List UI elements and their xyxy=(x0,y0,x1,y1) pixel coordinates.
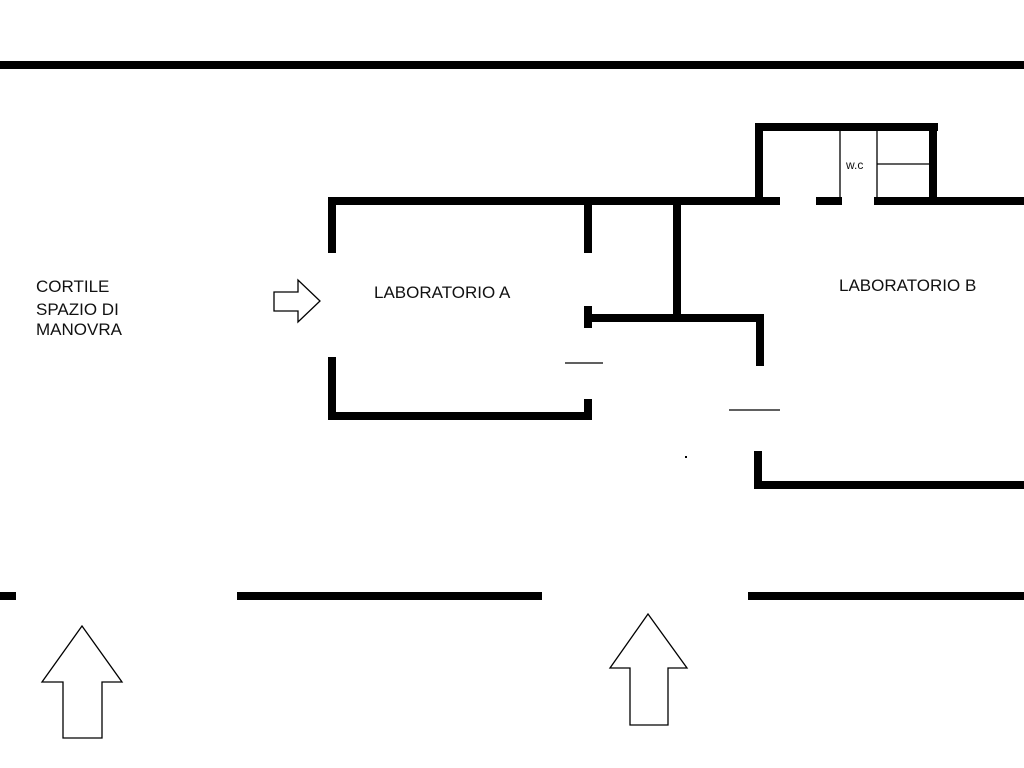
laboratorio-b-walls xyxy=(754,197,1024,489)
bottom-wall-segment xyxy=(0,592,16,600)
courtyard-label-line: SPAZIO DI xyxy=(36,300,119,319)
wc-label: w.c xyxy=(845,158,863,172)
entrance-arrow-right-icon xyxy=(273,278,321,324)
top-boundary-wall xyxy=(0,61,1024,69)
laboratorio-b-label: LABORATORIO B xyxy=(839,276,976,295)
entrance-arrow-up-icon xyxy=(608,612,689,726)
laboratorio-a-walls xyxy=(328,197,780,420)
courtyard-label: CORTILE SPAZIO DI MANOVRA xyxy=(36,277,124,339)
bottom-wall-segment xyxy=(748,592,1024,600)
laboratorio-a-label: LABORATORIO A xyxy=(374,283,511,302)
courtyard-label-line: CORTILE xyxy=(36,277,109,296)
bottom-wall-segment xyxy=(237,592,542,600)
courtyard-label-line: MANOVRA xyxy=(36,320,123,339)
marker-dot xyxy=(685,456,687,458)
entrance-arrow-up-icon xyxy=(40,624,124,739)
wc-walls xyxy=(755,123,938,203)
